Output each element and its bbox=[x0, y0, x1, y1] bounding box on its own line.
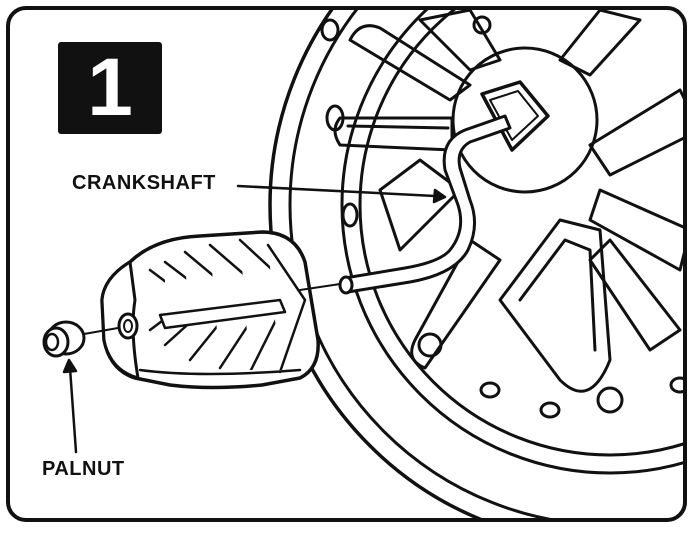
assembly-guides bbox=[83, 283, 341, 335]
leader-lines bbox=[62, 184, 447, 454]
crankshaft-label: CRANKSHAFT bbox=[72, 172, 216, 194]
crankshaft-rod bbox=[338, 114, 512, 295]
crankshaft-leader bbox=[236, 184, 437, 198]
wheel bbox=[268, 8, 685, 520]
palnut-label: PALNUT bbox=[42, 458, 125, 480]
rim-holes bbox=[320, 15, 685, 419]
palnut bbox=[42, 320, 86, 358]
pedal bbox=[100, 230, 320, 390]
palnut-leader bbox=[68, 366, 78, 454]
step-number-badge: 1 bbox=[58, 42, 162, 134]
